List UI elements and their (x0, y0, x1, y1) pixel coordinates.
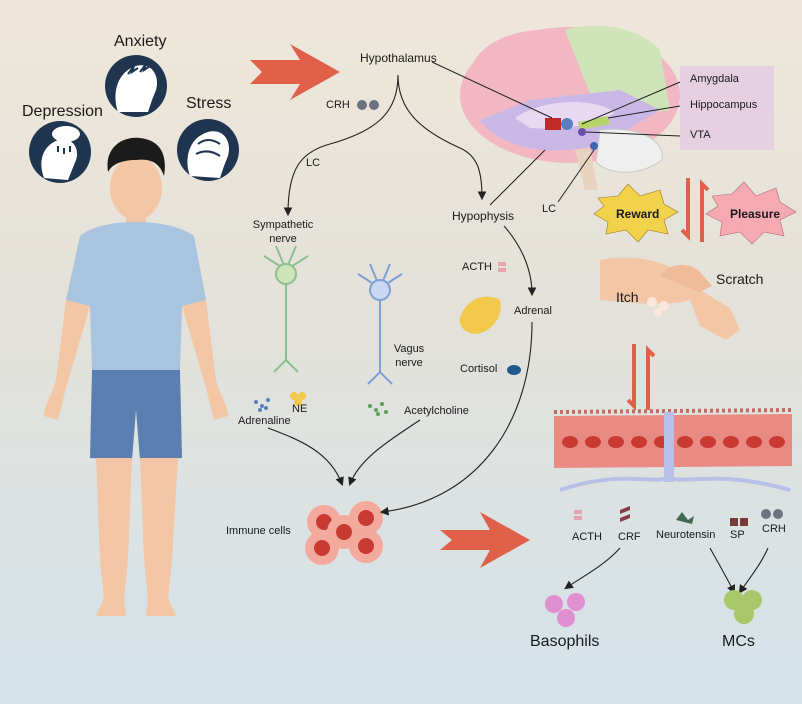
acth-mediator-label: ACTH (572, 531, 602, 543)
skin-tissue (553, 408, 793, 492)
crh-mediator-icon (761, 509, 783, 519)
hypophysis-label: Hypophysis (452, 209, 515, 223)
vta-label: VTA (690, 129, 711, 141)
reward-exchange-arrows (680, 178, 710, 242)
skin-cell-nucleus (746, 436, 762, 448)
adrenal-label: Adrenal (514, 305, 552, 317)
acth-label: ACTH (462, 261, 492, 273)
hand-illustration (600, 257, 740, 340)
cortisol-icon (507, 365, 521, 375)
itch-exchange-arrows (626, 344, 656, 411)
skin-cell-nucleus (585, 436, 601, 448)
brain-lc-label: LC (542, 203, 557, 215)
skin-cell-nucleus (723, 436, 739, 448)
crf-label: CRF (618, 531, 641, 543)
crh-icon (357, 100, 379, 110)
neurotensin-icon (676, 512, 694, 524)
sp-label: SP (730, 529, 745, 541)
anxiety-label: Anxiety (114, 33, 167, 50)
basophils-illustration (545, 593, 585, 627)
hippocampus-label: Hippocampus (690, 99, 758, 111)
sympathetic-nerve-label: Sympathetic nerve (252, 219, 314, 246)
crh-label: CRH (326, 99, 350, 111)
skin-cell-nucleus (562, 436, 578, 448)
skin-cell-nucleus (769, 436, 785, 448)
brain-illustration (460, 25, 680, 190)
crf-icon (620, 506, 630, 522)
big-arrow-top (250, 44, 340, 100)
pleasure-label: Pleasure (730, 207, 781, 221)
pleasure-burst (705, 181, 797, 245)
anxiety-icon (105, 55, 167, 117)
itch-label: Itch (616, 289, 639, 305)
skin-cell-nucleus (677, 436, 693, 448)
lc-label: LC (306, 157, 321, 169)
sp-icon (730, 518, 748, 526)
mcs-label: MCs (722, 633, 755, 650)
immune-cells-label: Immune cells (226, 525, 291, 537)
basophils-label: Basophils (530, 633, 600, 650)
mcs-illustration (724, 590, 762, 624)
vagus-neuron-illustration (357, 263, 403, 385)
stress-icon (177, 119, 239, 181)
vagus-nerve-label: Vagus nerve (393, 343, 425, 370)
depression-icon (29, 121, 91, 183)
pathway-arrows (267, 74, 769, 594)
skin-cell-nucleus (631, 436, 647, 448)
scratch-label: Scratch (716, 271, 764, 287)
ne-icon (290, 392, 306, 406)
immune-cells-illustration (305, 501, 383, 565)
acetylcholine-icon (368, 402, 388, 416)
skin-cell-nucleus (608, 436, 624, 448)
reward-label: Reward (616, 207, 660, 221)
acth-mediator-icon (574, 510, 582, 520)
adrenaline-icon (254, 398, 270, 412)
acetylcholine-label: Acetylcholine (404, 405, 469, 417)
hypothalamus-label: Hypothalamus (360, 51, 437, 65)
reward-burst (593, 183, 679, 243)
skin-cell-nucleus (700, 436, 716, 448)
big-arrow-bottom (440, 512, 530, 568)
adrenal-gland-icon (459, 296, 501, 334)
depression-label: Depression (22, 103, 103, 120)
acth-icon (498, 262, 506, 272)
cortisol-label: Cortisol (460, 363, 498, 375)
neurotensin-label: Neurotensin (656, 529, 716, 541)
stress-label: Stress (186, 95, 232, 112)
amygdala-label: Amygdala (690, 73, 739, 85)
brain-label-box (680, 66, 774, 150)
adrenaline-label: Adrenaline (238, 415, 291, 427)
human-figure (44, 137, 228, 616)
sympathetic-neuron-illustration (263, 245, 309, 373)
crh-mediator-label: CRH (762, 523, 786, 535)
ne-label: NE (292, 403, 308, 415)
